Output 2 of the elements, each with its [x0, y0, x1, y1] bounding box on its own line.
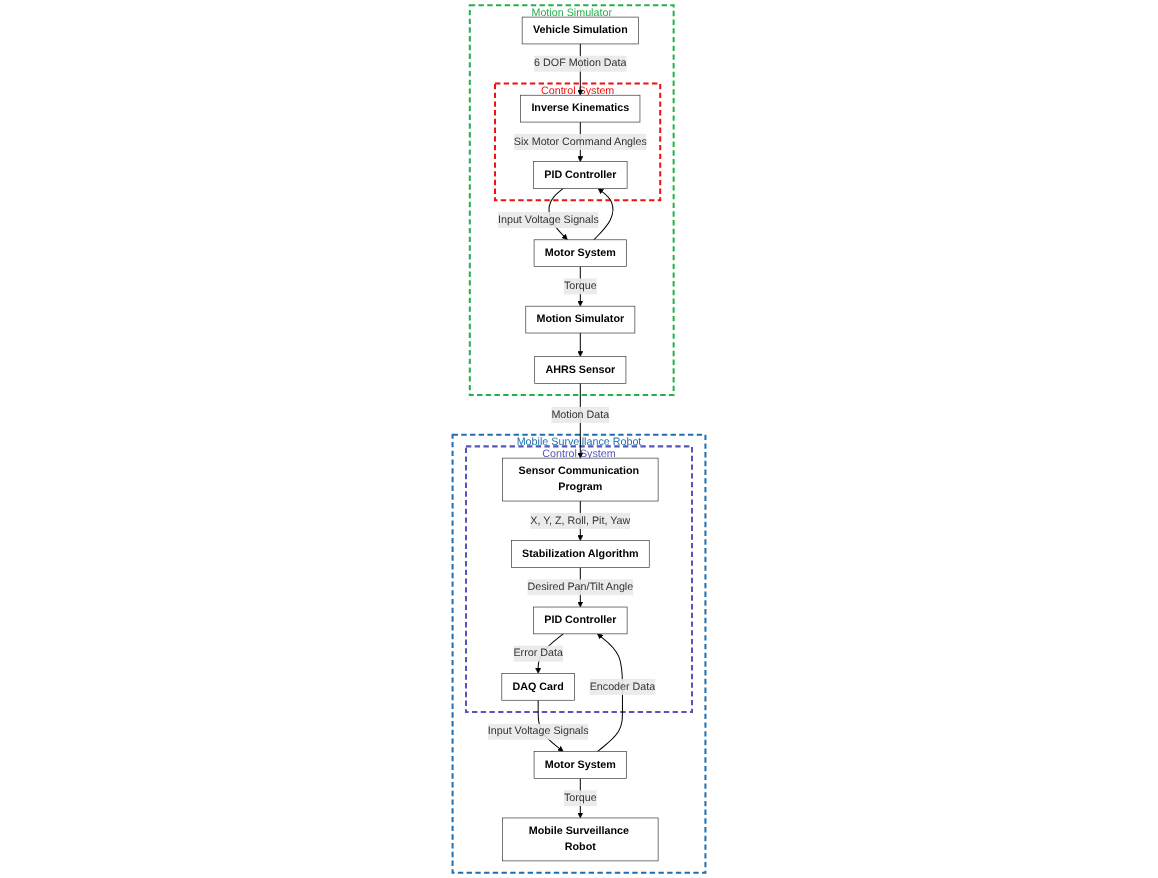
- arrow: [593, 188, 614, 241]
- arrow: [577, 332, 584, 357]
